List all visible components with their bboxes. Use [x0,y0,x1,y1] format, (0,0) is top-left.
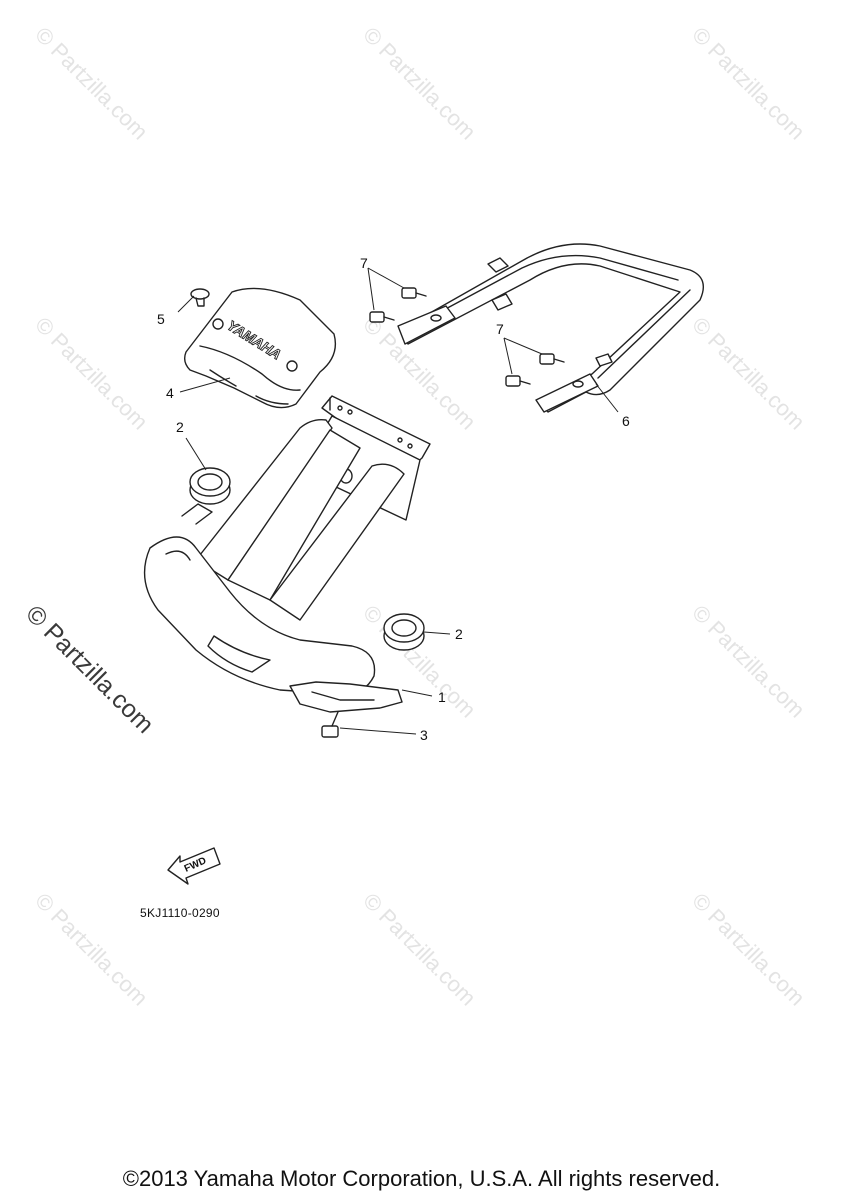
cover-part-4[interactable] [183,287,337,409]
leader-line [367,267,405,289]
callout-1[interactable]: 1 [438,689,446,705]
grommet-part-2[interactable] [383,613,425,651]
leader-line [339,727,417,735]
bolt-part-7[interactable] [505,375,531,387]
callout-4[interactable]: 4 [166,385,174,401]
leader-line [401,689,433,697]
diagram-code: 5KJ1110-0290 [140,906,220,920]
bolt-part-3[interactable] [321,711,339,738]
grommet-part-2[interactable] [189,467,231,505]
leader-line [179,377,231,393]
guard-part-1[interactable] [143,395,431,713]
bolt-part-7[interactable] [539,353,565,365]
callout-2[interactable]: 2 [455,626,463,642]
leader-line [423,631,451,635]
grab-bar-part-6[interactable] [397,243,704,413]
leader-line [367,267,375,311]
leader-line [503,337,543,355]
fwd-arrow-icon [167,847,221,885]
leader-line [177,295,195,313]
callout-7[interactable]: 7 [360,255,368,271]
callout-5[interactable]: 5 [157,311,165,327]
leader-line [503,337,513,375]
bolt-part-7[interactable] [369,311,395,323]
leader-line [185,437,207,471]
callout-6[interactable]: 6 [622,413,630,429]
screw-part-5[interactable] [190,288,210,307]
leader-line [595,383,619,413]
callout-3[interactable]: 3 [420,727,428,743]
bolt-part-7[interactable] [401,287,427,299]
callout-2[interactable]: 2 [176,419,184,435]
callout-7[interactable]: 7 [496,321,504,337]
copyright-notice: ©2013 Yamaha Motor Corporation, U.S.A. A… [122,1166,721,1191]
